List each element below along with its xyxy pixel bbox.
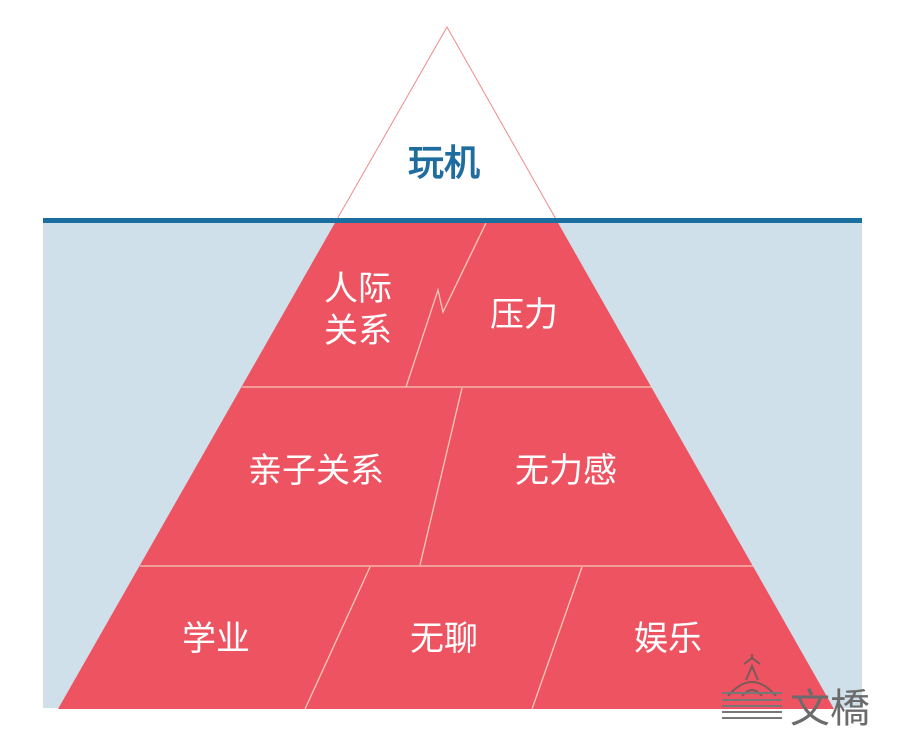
- level2-label-a: 亲子关系: [248, 451, 384, 491]
- top-label: 玩机: [408, 143, 480, 184]
- level1-label-a2: 关系: [324, 311, 392, 351]
- level3-label-b: 无聊: [410, 619, 478, 659]
- level3-label-a: 学业: [182, 619, 250, 659]
- segment-divider: [419, 387, 463, 566]
- segment-divider: [304, 566, 371, 710]
- tip-above-water: [335, 25, 558, 222]
- level3-label-c: 娱乐: [634, 619, 702, 659]
- level2-label-b: 无力感: [515, 451, 617, 491]
- logo: 文橋: [722, 654, 870, 732]
- submerged-pyramid: [58, 221, 834, 709]
- segment-divider: [531, 566, 583, 710]
- logo-text: 文橋: [790, 686, 870, 732]
- waterline: [43, 218, 862, 223]
- logo-pagoda-icon: [722, 654, 782, 719]
- level1-label-a1: 人际: [324, 269, 392, 309]
- level1-label-b: 压力: [490, 295, 558, 335]
- segment-divider: [405, 222, 487, 388]
